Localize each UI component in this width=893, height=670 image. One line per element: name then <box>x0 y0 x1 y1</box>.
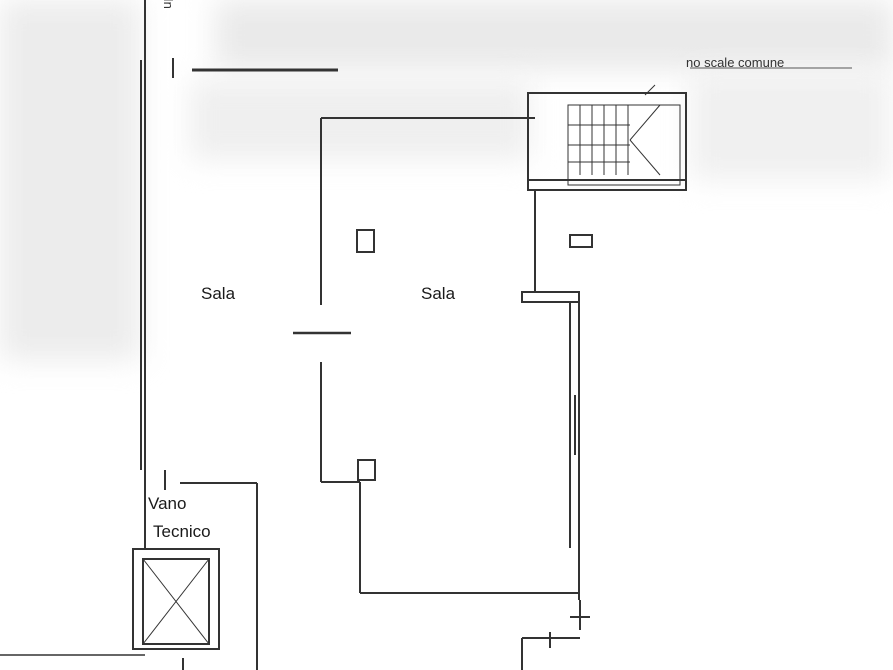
blur-top-right <box>690 70 890 180</box>
shaft-outer <box>132 548 220 650</box>
stair-outer <box>527 92 687 191</box>
technical-room-label-2: Tecnico <box>153 522 211 541</box>
shaft-inner <box>142 558 210 645</box>
top-cut-label: In <box>161 0 176 9</box>
column-box <box>356 229 375 253</box>
room-label-sala-right: Sala <box>421 284 456 303</box>
small-box-right <box>569 234 593 248</box>
shaft-cross-2 <box>142 558 210 645</box>
stairwell <box>527 84 687 191</box>
room-label-sala-left: Sala <box>201 284 236 303</box>
blur-left <box>0 0 140 360</box>
blur-top-mid <box>190 80 530 160</box>
column-box-lower <box>357 459 376 481</box>
blur-top <box>215 0 893 70</box>
pillar-right <box>521 291 580 303</box>
technical-room-label-1: Vano <box>148 494 187 513</box>
stair-note-label: no scale comune <box>686 55 785 70</box>
